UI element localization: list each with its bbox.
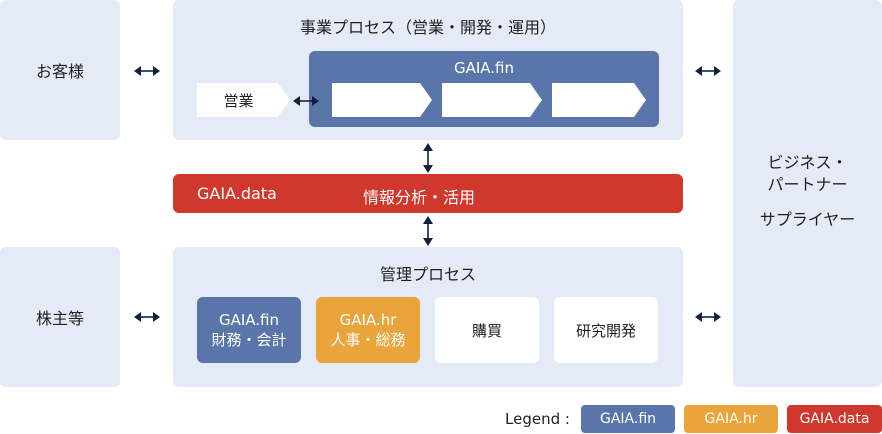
legend-item-fin: GAIA.fin xyxy=(581,405,675,433)
double-arrow-vertical-icon xyxy=(423,216,433,246)
double-arrow-horizontal-icon xyxy=(134,66,160,76)
gaia-fin-business-group: GAIA.fin 受注 開発 運用 xyxy=(309,51,659,127)
step-order: 受注 xyxy=(332,83,432,117)
mgmt-box-hr: GAIA.hr 人事・総務 xyxy=(316,297,420,363)
business-process-panel: 事業プロセス（営業・開発・運用） 営業 GAIA.fin 受注 開発 運用 xyxy=(173,0,683,140)
double-arrow-horizontal-icon xyxy=(695,66,721,76)
legend-item-hr: GAIA.hr xyxy=(684,405,778,433)
mgmt-box-hr-system: GAIA.hr xyxy=(339,311,397,329)
step-development-label: 開発 xyxy=(471,91,502,110)
double-arrow-vertical-icon xyxy=(423,143,433,173)
gaia-data-description: 情報分析・活用 xyxy=(363,188,476,207)
gaia-data-bar: GAIA.data 情報分析・活用 xyxy=(173,174,683,213)
partners-label-line1: ビジネス・ xyxy=(767,153,848,172)
step-operation: 運用 xyxy=(552,83,646,117)
step-sales: 営業 xyxy=(197,83,290,117)
step-development: 開発 xyxy=(442,83,542,117)
mgmt-box-purchasing-label: 購買 xyxy=(471,321,502,340)
mgmt-box-rnd-label: 研究開発 xyxy=(575,321,636,340)
double-arrow-horizontal-icon xyxy=(293,96,319,106)
mgmt-box-hr-label: 人事・総務 xyxy=(330,331,406,349)
legend-label: Legend : xyxy=(505,410,570,428)
suppliers-label: サプライヤー xyxy=(759,210,856,229)
mgmt-box-finance: GAIA.fin 財務・会計 xyxy=(197,297,301,363)
customers-label: お客様 xyxy=(35,62,84,81)
step-order-label: 受注 xyxy=(361,91,392,110)
double-arrow-horizontal-icon xyxy=(134,312,160,322)
shareholders-node: 株主等 xyxy=(0,247,120,387)
step-operation-label: 運用 xyxy=(578,91,609,110)
gaia-data-label: GAIA.data xyxy=(197,184,277,203)
legend-item-data: GAIA.data xyxy=(787,405,882,433)
business-process-title: 事業プロセス（営業・開発・運用） xyxy=(299,18,556,37)
gaia-fin-business-label: GAIA.fin xyxy=(453,59,515,77)
step-sales-label: 営業 xyxy=(223,91,254,110)
management-process-title: 管理プロセス xyxy=(379,265,476,284)
partners-label-line2: パートナー xyxy=(767,175,848,194)
partners-suppliers-node: ビジネス・ パートナー サプライヤー xyxy=(733,0,882,387)
double-arrow-horizontal-icon xyxy=(695,312,721,322)
legend-item-hr-label: GAIA.hr xyxy=(704,411,758,427)
mgmt-box-finance-label: 財務・会計 xyxy=(211,331,287,349)
management-process-panel: 管理プロセス GAIA.fin 財務・会計 GAIA.hr 人事・総務 購買 研… xyxy=(173,247,683,387)
customers-node: お客様 xyxy=(0,0,120,140)
mgmt-box-finance-system: GAIA.fin xyxy=(218,311,280,329)
mgmt-box-rnd: 研究開発 xyxy=(554,297,658,363)
shareholders-label: 株主等 xyxy=(35,309,84,328)
legend-item-fin-label: GAIA.fin xyxy=(599,411,657,427)
legend-item-data-label: GAIA.data xyxy=(799,411,870,427)
mgmt-box-purchasing: 購買 xyxy=(435,297,539,363)
